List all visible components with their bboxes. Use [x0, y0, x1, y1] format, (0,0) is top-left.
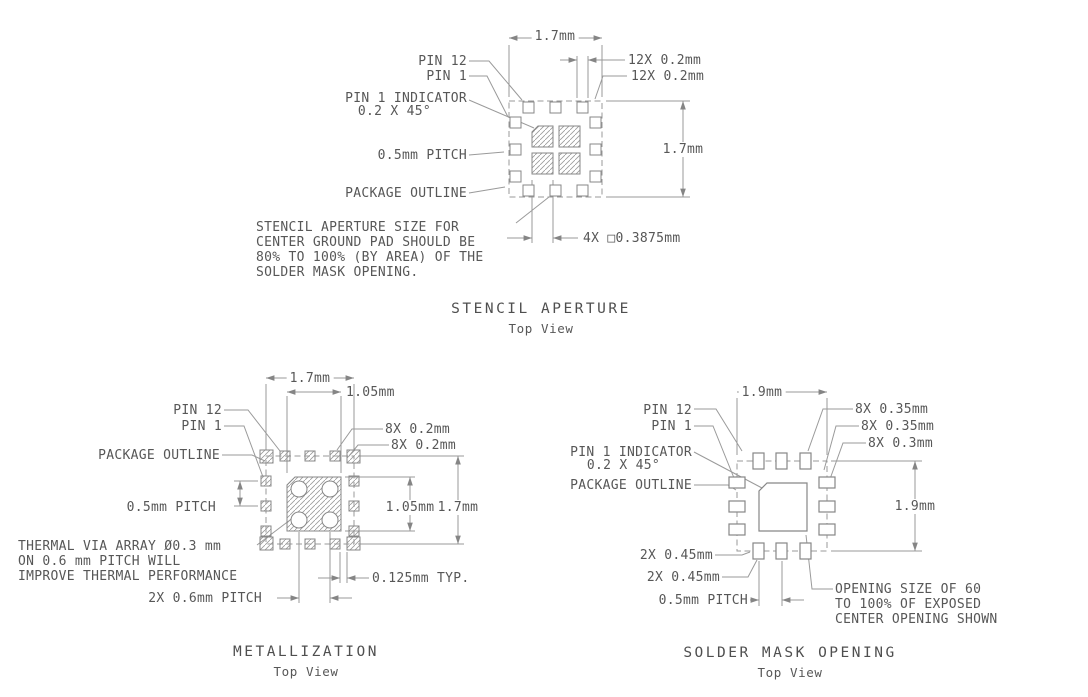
soldermask-body-height-dim: 1.9mm — [891, 499, 939, 514]
metallization-body-width-dim: 1.7mm — [286, 371, 334, 386]
soldermask-pin1-label: PIN 1 — [651, 419, 692, 434]
stencil-note-line: 80% TO 100% (BY AREA) OF THE — [256, 250, 484, 265]
soldermask-linework — [693, 389, 922, 606]
stencil-body-height-dim: 1.7mm — [659, 142, 707, 157]
metallization-center-pad-width-dim: 1.05mm — [346, 385, 395, 400]
metallization-note-line: THERMAL VIA ARRAY Ø0.3 mm — [18, 539, 222, 554]
thermal-via-array — [290, 480, 339, 529]
stencil-pad-length-dim: 12X 0.2mm — [631, 69, 705, 84]
metallization-note-line: ON 0.6 mm PITCH WILL — [18, 554, 181, 569]
soldermask-perimeter-openings — [728, 452, 836, 560]
stencil-package-outline — [508, 100, 603, 198]
stencil-pin1-indicator-size: 0.2 X 45° — [357, 104, 431, 119]
soldermask-pin1-indicator-size: 0.2 X 45° — [586, 458, 660, 473]
stencil-center-apertures — [531, 125, 581, 175]
soldermask-pitch-label: 0.5mm PITCH — [658, 593, 748, 608]
stencil-pin12-label: PIN 12 — [418, 54, 467, 69]
soldermask-corner-opening-dim-a: 2X 0.45mm — [639, 548, 713, 563]
soldermask-note-line: CENTER OPENING SHOWN — [835, 612, 998, 627]
soldermask-pin12-label: PIN 12 — [643, 403, 692, 418]
metallization-view-label: Top View — [273, 664, 339, 679]
metallization-note-line: IMPROVE THERMAL PERFORMANCE — [18, 569, 238, 584]
stencil-pitch-label: 0.5mm PITCH — [377, 148, 467, 163]
stencil-pin1-label: PIN 1 — [426, 69, 467, 84]
metallization-linework — [222, 375, 464, 603]
soldermask-package-outline-label: PACKAGE OUTLINE — [570, 478, 692, 493]
soldermask-note-line: TO 100% OF EXPOSED — [835, 597, 982, 612]
stencil-pin1-indicator-label: PIN 1 INDICATOR — [345, 91, 467, 106]
metallization-pad-length-dim: 8X 0.2mm — [391, 438, 457, 453]
metallization-pad-width-dim: 8X 0.2mm — [385, 422, 451, 437]
stencil-body-width-dim: 1.7mm — [531, 29, 579, 44]
stencil-note-line: CENTER GROUND PAD SHOULD BE — [256, 235, 476, 250]
stencil-note-line: STENCIL APERTURE SIZE FOR — [256, 220, 460, 235]
soldermask-opening-width-dim: 8X 0.35mm — [855, 402, 929, 417]
metallization-body-height-dim: 1.7mm — [434, 500, 482, 515]
stencil-view-label: Top View — [508, 321, 574, 336]
metallization-typ-gap-dim: 0.125mm TYP. — [372, 571, 470, 586]
metallization-pin1-label: PIN 1 — [181, 419, 222, 434]
stencil-note-line: SOLDER MASK OPENING. — [256, 265, 419, 280]
metallization-pitch-label: 0.5mm PITCH — [126, 500, 216, 515]
metallization-center-pad-height-dim: 1.05mm — [382, 500, 438, 515]
metallization-title: METALLIZATION — [233, 644, 379, 660]
stencil-note: STENCIL APERTURE SIZE FOR CENTER GROUND … — [256, 220, 484, 280]
metallization-pin12-label: PIN 12 — [173, 403, 222, 418]
metallization-note: THERMAL VIA ARRAY Ø0.3 mm ON 0.6 mm PITC… — [18, 539, 237, 584]
soldermask-opening-length-dim: 8X 0.35mm — [861, 419, 935, 434]
stencil-title: STENCIL APERTURE — [451, 301, 631, 317]
stencil-center-aperture-pin1-chamfer — [531, 125, 554, 148]
stencil-package-outline-label: PACKAGE OUTLINE — [345, 186, 467, 201]
soldermask-opening-depth-dim: 8X 0.3mm — [868, 436, 934, 451]
stencil-center-aperture-dim: 4X □0.3875mm — [583, 231, 681, 246]
stencil-linework — [468, 35, 690, 243]
soldermask-view-label: Top View — [757, 665, 823, 680]
soldermask-body-width-dim: 1.9mm — [738, 385, 786, 400]
stencil-pad-width-dim: 12X 0.2mm — [628, 53, 702, 68]
soldermask-note-line: OPENING SIZE OF 60 — [835, 582, 982, 597]
metallization-via-pitch-label: 2X 0.6mm PITCH — [148, 591, 262, 606]
stencil-perimeter-apertures — [509, 101, 602, 197]
metallization-perimeter-pads — [259, 449, 361, 551]
metallization-package-outline-label: PACKAGE OUTLINE — [98, 448, 220, 463]
soldermask-note: OPENING SIZE OF 60 TO 100% OF EXPOSED CE… — [835, 582, 998, 627]
soldermask-corner-opening-dim-b: 2X 0.45mm — [646, 570, 720, 585]
soldermask-pin1-indicator-label: PIN 1 INDICATOR — [570, 445, 692, 460]
soldermask-title: SOLDER MASK OPENING — [683, 645, 897, 661]
soldermask-center-opening — [758, 482, 808, 532]
